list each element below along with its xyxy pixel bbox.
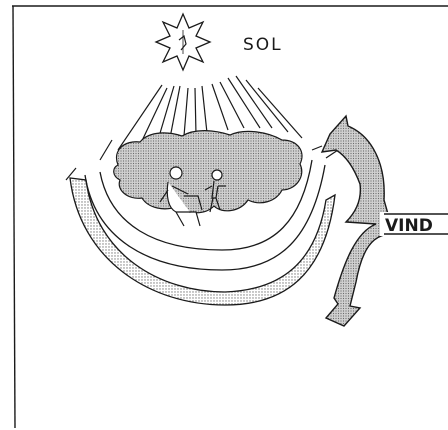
sun-label: SOL [243,35,283,55]
wind-label: VIND [385,216,433,236]
sun-star-icon [156,14,210,70]
hedge-cluster [114,131,302,213]
